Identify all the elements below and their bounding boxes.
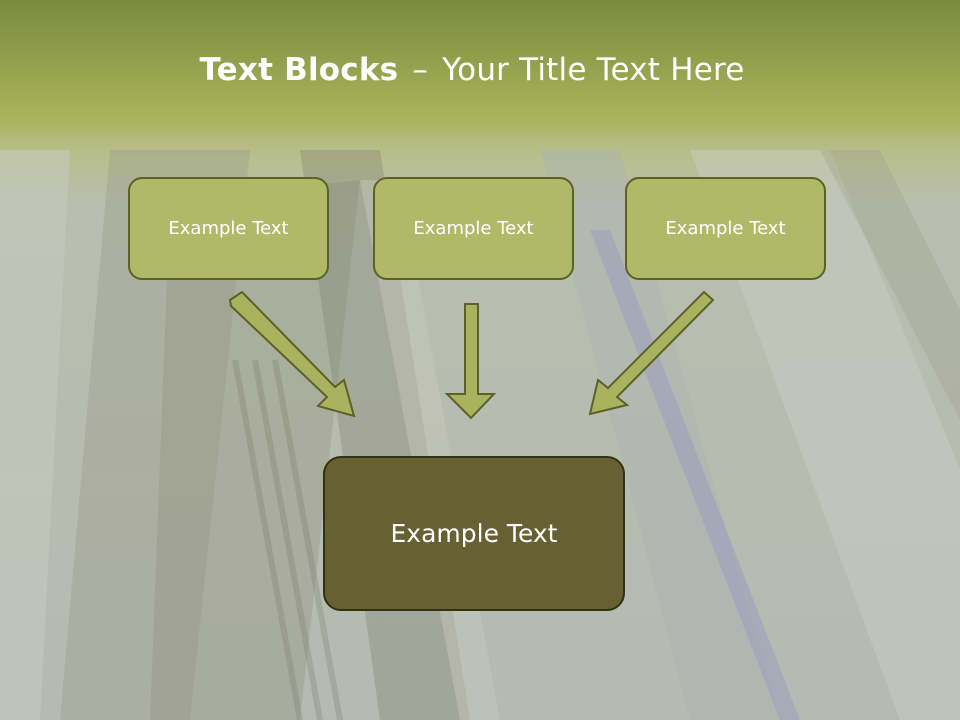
arrow-right-icon bbox=[588, 290, 715, 416]
title-bold: Text Blocks bbox=[199, 52, 399, 88]
title-rest: Your Title Text Here bbox=[442, 52, 745, 88]
text-block-2-label: Example Text bbox=[413, 218, 534, 239]
arrow-center-icon bbox=[444, 303, 497, 420]
main-text-block-label: Example Text bbox=[390, 519, 558, 548]
text-block-3-label: Example Text bbox=[665, 218, 786, 239]
arrow-left-icon bbox=[228, 290, 356, 418]
text-block-3[interactable]: Example Text bbox=[625, 177, 826, 280]
main-text-block[interactable]: Example Text bbox=[323, 456, 625, 611]
text-block-1[interactable]: Example Text bbox=[128, 177, 329, 280]
header-band bbox=[0, 0, 960, 140]
text-block-1-label: Example Text bbox=[168, 218, 289, 239]
text-block-2[interactable]: Example Text bbox=[373, 177, 574, 280]
title-separator: – bbox=[412, 52, 429, 88]
slide-title: Text Blocks – Your Title Text Here bbox=[0, 52, 944, 88]
